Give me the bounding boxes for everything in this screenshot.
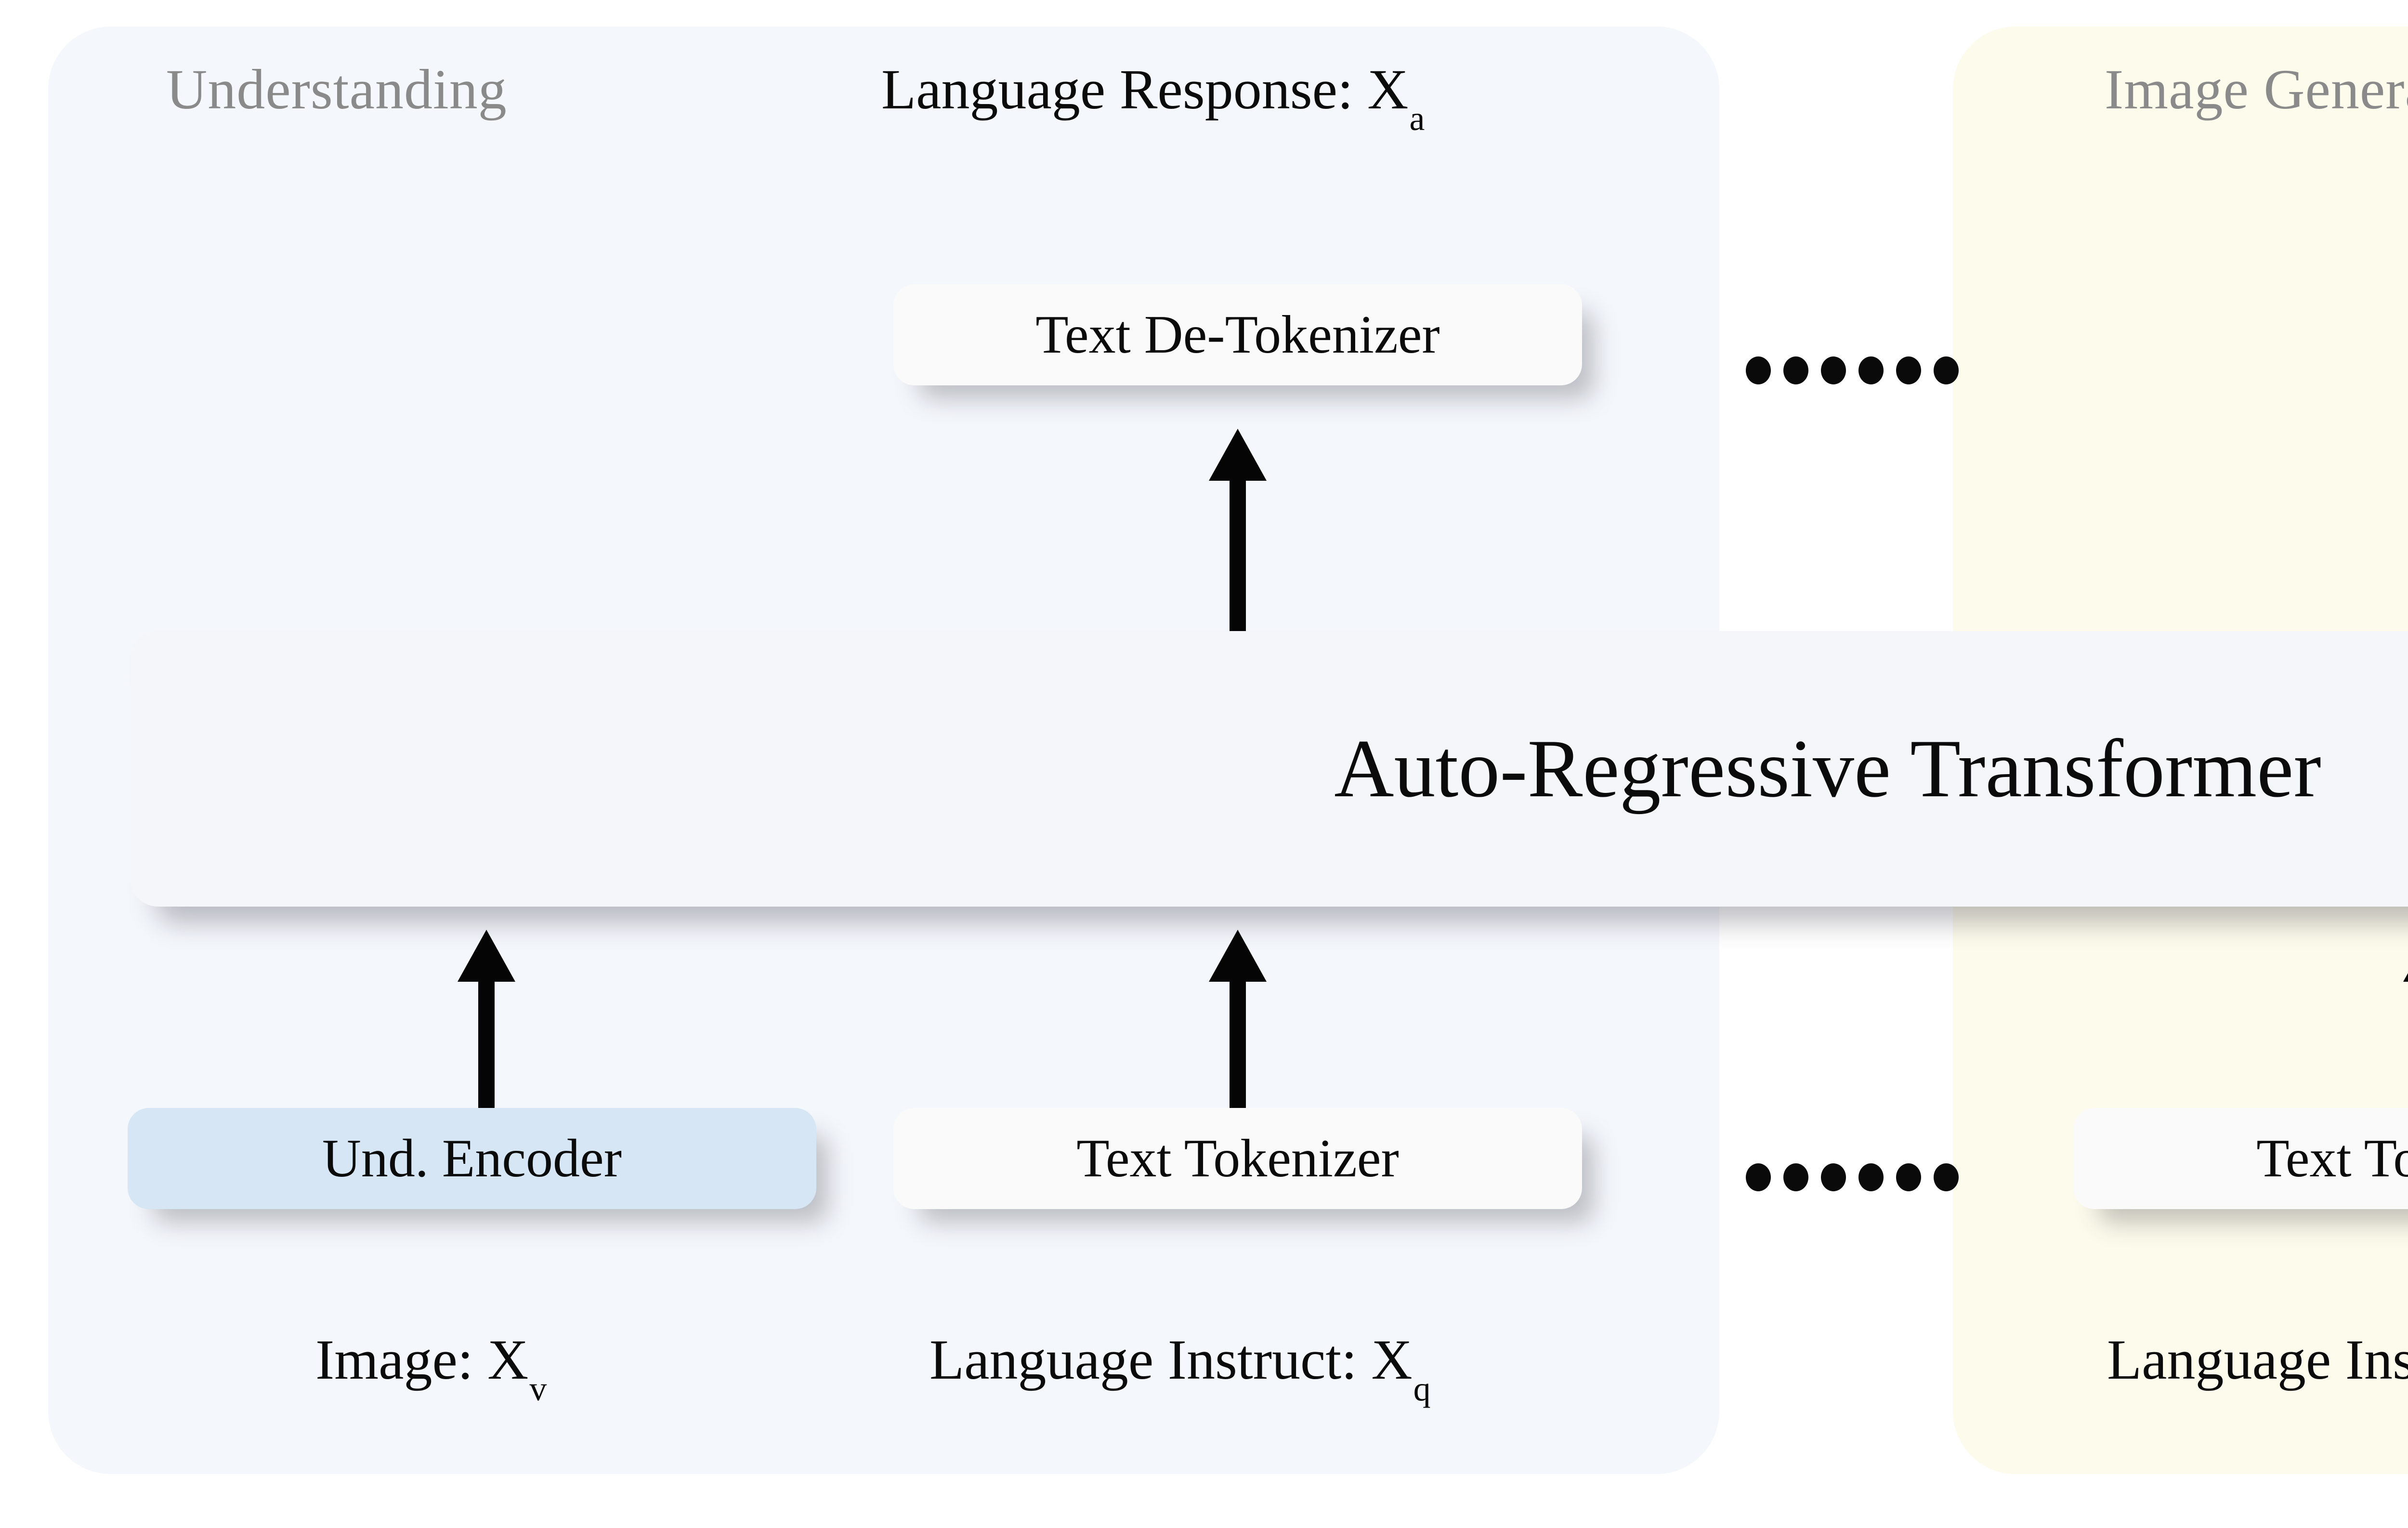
caption-und-image-subscript: v: [529, 1369, 547, 1408]
ellipsis-dot: [1821, 1163, 1846, 1191]
arrow-text-tokenizer-und-up: [1209, 930, 1267, 1122]
arrow-head-icon: [2403, 930, 2408, 982]
module-text-tokenizer-understanding-label: Text Tokenizer: [1076, 1128, 1399, 1188]
ellipsis-dot: [1934, 356, 1959, 384]
arrow-shaft: [1230, 963, 1246, 1122]
ellipsis-dot: [1746, 1163, 1771, 1191]
module-text-de-tokenizer[interactable]: Text De-Tokenizer: [893, 284, 1582, 385]
caption-language-response-subscript: a: [1409, 99, 1425, 138]
module-text-tokenizer-generation-label: Text Tokenizer: [2256, 1128, 2408, 1188]
module-auto-regressive-transformer-label: Auto-Regressive Transformer: [1334, 723, 2321, 815]
module-auto-regressive-transformer[interactable]: Auto-Regressive Transformer: [130, 631, 2408, 907]
ellipsis-dot: [1896, 1163, 1921, 1191]
module-und-encoder[interactable]: Und. Encoder: [128, 1108, 816, 1209]
ellipsis-dot: [1821, 356, 1846, 384]
caption-und-language-instruct-subscript: q: [1413, 1369, 1431, 1408]
ellipsis-dot: [1858, 356, 1884, 384]
ellipsis-dot: [1896, 356, 1921, 384]
caption-gen-language-instruct-text: Language Instruct: X: [2107, 1328, 2408, 1391]
module-text-tokenizer-understanding[interactable]: Text Tokenizer: [893, 1108, 1582, 1209]
ellipsis-dot: [1934, 1163, 1959, 1191]
arrow-shaft: [478, 963, 495, 1122]
arrow-und-encoder-up: [458, 930, 515, 1122]
caption-und-image-text: Image: X: [315, 1328, 529, 1391]
ellipsis-dot: [1746, 356, 1771, 384]
caption-gen-language-instruct: Language Instruct: Xq: [2107, 1327, 2408, 1399]
caption-und-language-instruct-text: Language Instruct: X: [929, 1328, 1413, 1391]
caption-language-response: Language Response: Xa: [881, 57, 1425, 138]
panel-title-understanding: Understanding: [166, 58, 507, 121]
caption-und-language-instruct: Language Instruct: Xq: [929, 1327, 1431, 1408]
module-und-encoder-label: Und. Encoder: [322, 1128, 622, 1188]
panel-title-image-generation: Image Generation: [2105, 58, 2408, 121]
caption-und-image: Image: Xv: [315, 1327, 547, 1408]
caption-language-response-text: Language Response: X: [881, 58, 1409, 121]
ellipsis-dot: [1783, 356, 1808, 384]
arrow-to-text-de-tokenizer: [1209, 429, 1267, 631]
ellipsis-dot: [1783, 1163, 1808, 1191]
module-text-tokenizer-generation[interactable]: Text Tokenizer: [2073, 1108, 2408, 1209]
ellipsis-top: [1746, 356, 1959, 384]
arrow-shaft: [1230, 467, 1246, 631]
module-text-de-tokenizer-label: Text De-Tokenizer: [1035, 304, 1440, 365]
ellipsis-bottom: [1746, 1163, 1959, 1191]
ellipsis-dot: [1858, 1163, 1884, 1191]
arrow-text-tokenizer-gen-up: [2403, 930, 2408, 1122]
